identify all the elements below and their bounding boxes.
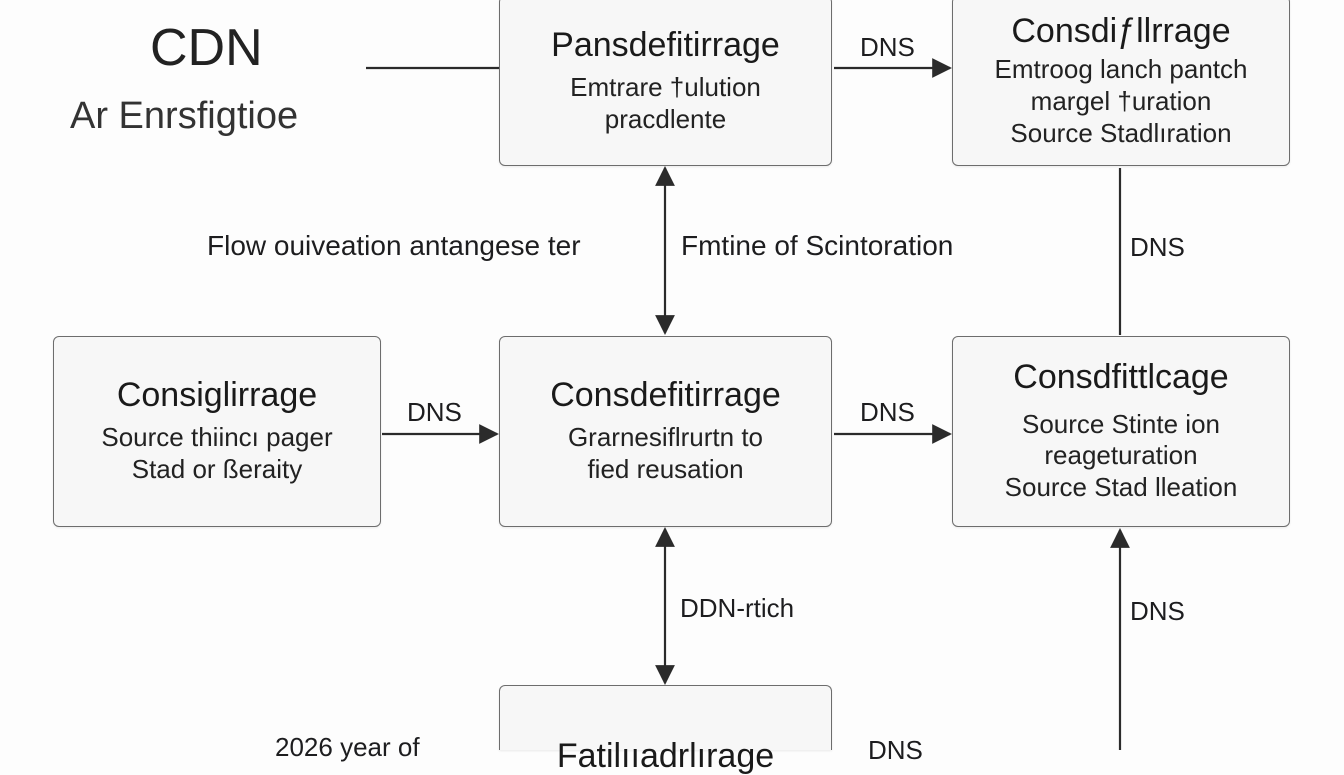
node-title: Consdefitirrage [550, 376, 781, 415]
node-line: Stad or ßeraity [131, 454, 303, 485]
node-bottom-center: Fatilııadrlırage [499, 685, 832, 775]
label-flow-left: Flow ouiveation antangese ter [207, 230, 581, 261]
label-dns-top: DNS [860, 32, 915, 62]
label-dns-right-upper: DNS [1130, 232, 1185, 262]
node-line: margel †uration [1030, 85, 1212, 116]
label-ddn-rtich: DDN-rtich [680, 593, 795, 623]
node-line: Emtrare †ulution [570, 71, 761, 102]
node-title: Fatilııadrlırage [556, 737, 775, 775]
node-mid-right: Consdfittlcage Source Stinte ion reagetu… [952, 336, 1290, 527]
label-year-note: 2026 year of [275, 732, 420, 762]
node-line: pracdlente [604, 103, 727, 134]
page-subtitle: Ar Enrsfigtioe [70, 95, 299, 137]
node-line: Source thiincı pager [101, 422, 333, 453]
label-dns-mid-left: DNS [407, 397, 462, 427]
node-line: Source Stad lleation [1004, 472, 1238, 503]
node-title: Pansdefitirrage [551, 25, 780, 64]
label-dns-mid-right: DNS [860, 397, 915, 427]
label-flow-right: Fmtine of Scintoration [681, 230, 954, 261]
node-title: Consiglirrage [116, 376, 318, 415]
node-top-right: Consdiƒllrrage Emtroog lanch pantch marg… [952, 0, 1290, 166]
node-line: reageturation [1044, 440, 1198, 471]
node-line: fied reusation [587, 454, 744, 485]
node-line: Source Stadlıration [1010, 117, 1232, 148]
node-mid-left: Consiglirrage Source thiincı pager Stad … [53, 336, 381, 527]
connector-layer [366, 58, 1130, 750]
node-line: Source Stinte ion [1021, 408, 1220, 439]
node-line: Grarnesiflrurtn to [567, 422, 764, 453]
node-top-center: Pansdefitirrage Emtrare †ulution pracdle… [499, 0, 832, 166]
page-title: CDN [150, 19, 263, 77]
label-dns-right-lower: DNS [1130, 596, 1185, 626]
label-dns-bottom: DNS [868, 735, 923, 765]
node-title: Consdiƒllrrage [1011, 11, 1231, 50]
node-mid-center: Consdefitirrage Grarnesiflrurtn to fied … [499, 336, 832, 527]
node-line: Emtroog lanch pantch [994, 54, 1248, 85]
node-title: Consdfittlcage [1013, 358, 1229, 397]
